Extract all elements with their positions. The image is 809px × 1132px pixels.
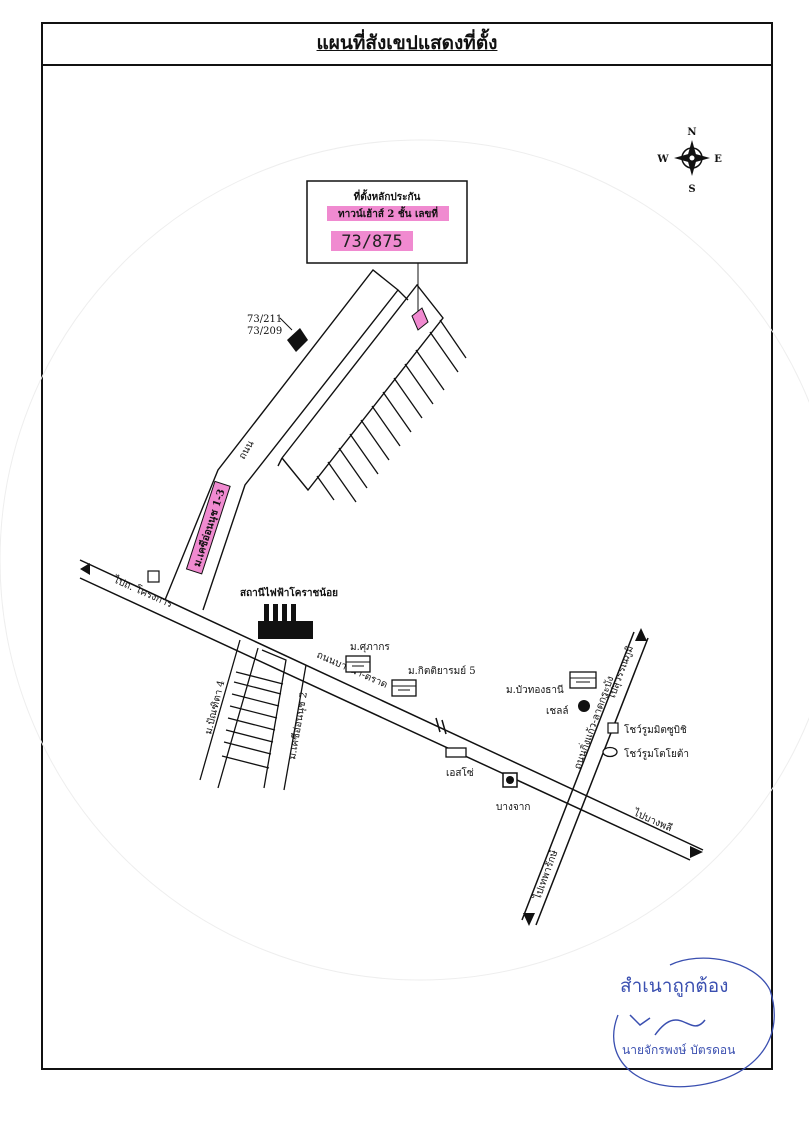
to-west-label: ไปถ. โครงการ (111, 572, 175, 610)
house-icon (569, 671, 597, 689)
shell-icon (578, 700, 590, 712)
target-lot (411, 307, 429, 331)
gas-station-icon (445, 747, 467, 758)
plot-number-a: 73/211 (247, 314, 282, 325)
title-bar: แผนที่สังเขปแสดงที่ตั้ง (41, 22, 773, 66)
main-road (79, 559, 704, 861)
plot-number-b: 73/209 (247, 326, 282, 337)
toyota-icon (602, 746, 618, 758)
callout-number: 73/875 (341, 232, 402, 252)
signature-stamp (613, 957, 775, 1088)
ptt-label: เอสโซ่ (446, 766, 474, 779)
showroom1-label: โชว์รูมมิตซูบิชิ (624, 723, 687, 736)
callout-highlight-2 (331, 231, 413, 251)
stamp-certified: สำเนาถูกต้อง (620, 975, 728, 997)
callout-highlight-1 (327, 206, 449, 221)
page-title: แผนที่สังเขปแสดงที่ตั้ง (316, 32, 498, 54)
building-icon (287, 328, 308, 352)
stamp-name: นายจักรพงษ์ บัตรดอน (622, 1043, 735, 1057)
to-east-label: ไปบางพลี (631, 806, 674, 834)
shell-label: เชลล์ (546, 705, 568, 717)
compass-icon (674, 140, 710, 176)
compass-w: W (656, 154, 669, 165)
compass-s: S (688, 184, 695, 195)
callout-line1: ที่ตั้งหลักประกัน (354, 189, 421, 203)
compass-e: E (714, 154, 722, 165)
cross-road (521, 631, 649, 926)
arrow-east-icon (690, 846, 703, 858)
house-lots (316, 319, 467, 503)
power-station-label: สถานีไฟฟ้าโคราชน้อย (240, 586, 338, 599)
house-icon (345, 655, 371, 673)
house-icon (391, 679, 417, 697)
scan-artifact (0, 139, 809, 981)
callout-line2: ทาวน์เฮ้าส์ 2 ชั้น เลขที่ (338, 206, 438, 220)
sign-icon (147, 570, 160, 583)
arrow-south-icon (523, 913, 535, 926)
village-sukakorn-label: ม.ศุภากร (350, 642, 390, 653)
map-frame (41, 22, 773, 1070)
village-baan-label: ม.ปัณฑิตา 4 (203, 679, 227, 735)
village-kc2-label: ม.เคซีอ่อนนุช 2 (286, 691, 310, 761)
arrow-west-icon (80, 563, 90, 575)
compass-n: N (687, 127, 696, 138)
power-station-icon (258, 604, 313, 639)
bangchak-label: บางจาก (496, 802, 530, 813)
village-buathong-label: ม.บัวทองธานี (506, 684, 564, 696)
mitsubishi-icon (607, 722, 619, 734)
arrow-north-icon (635, 628, 647, 641)
village-kittiyarom-label: ม.กิตติยารมย์ 5 (408, 665, 476, 677)
inner-road (164, 269, 444, 611)
showroom2-label: โชว์รูมโตโยต้า (624, 747, 689, 760)
lower-left-village (199, 639, 307, 791)
